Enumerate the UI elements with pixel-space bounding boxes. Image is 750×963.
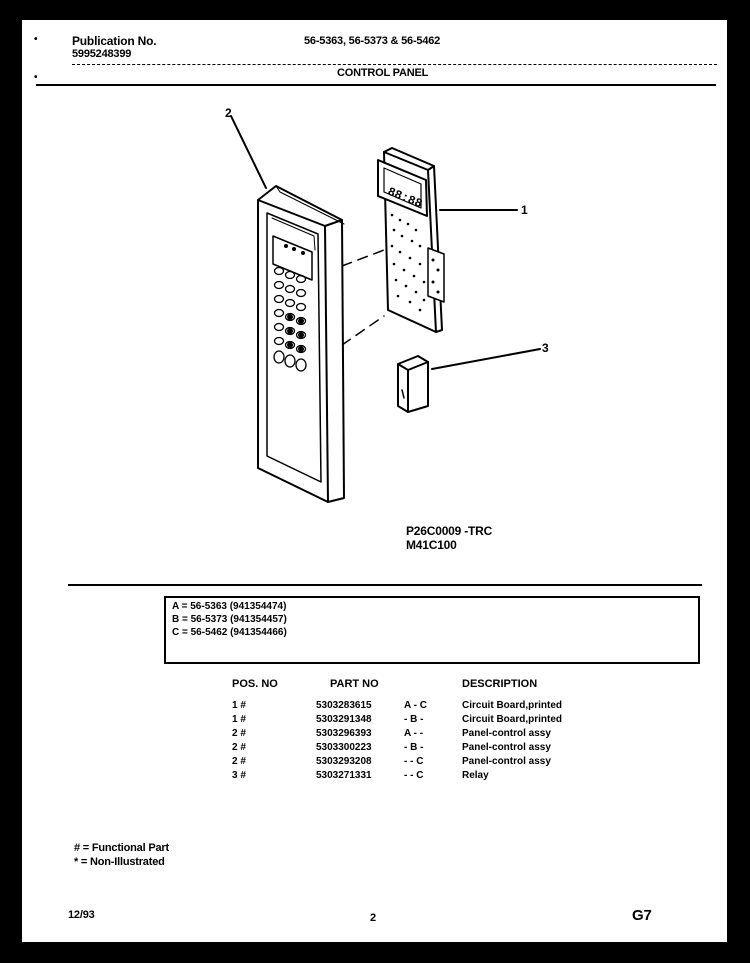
table-row: 2 # 5303300223 - B - Panel-control assy <box>22 742 727 756</box>
row-part-number: 5303293208 <box>316 756 372 767</box>
row-description: Circuit Board,printed <box>462 714 563 725</box>
row-description: Relay <box>462 770 489 781</box>
row-part-number: 5303300223 <box>316 742 372 753</box>
row-description: Circuit Board,printed <box>462 700 563 711</box>
diagram-code-2: M41C100 <box>406 538 457 552</box>
parts-sheet: Publication No. 5995248399 56-5363, 56-5… <box>22 20 727 942</box>
note-non-illustrated: * = Non-Illustrated <box>74 856 165 868</box>
callout-2-leader <box>230 115 267 189</box>
row-pos: 1 # <box>232 700 246 711</box>
header-rule <box>36 84 716 86</box>
legend-line-c: C = 56-5462 (941354466) <box>172 627 287 638</box>
table-row: 3 # 5303271331 - - C Relay <box>22 770 727 784</box>
relay-part <box>397 355 429 413</box>
table-row: 1 # 5303291348 - B - Circuit Board,print… <box>22 714 727 728</box>
callout-3: 3 <box>542 341 549 355</box>
row-models: - - C <box>404 756 424 767</box>
control-panel-part <box>257 185 345 503</box>
legend-line-a: A = 56-5363 (941354474) <box>172 601 287 612</box>
scan-speck: • <box>34 34 38 45</box>
table-row: 1 # 5303283615 A - C Circuit Board,print… <box>22 700 727 714</box>
row-models: - B - <box>404 714 424 725</box>
row-models: A - C <box>404 700 427 711</box>
row-part-number: 5303283615 <box>316 700 372 711</box>
row-pos: 3 # <box>232 770 246 781</box>
footer-page-number: 2 <box>370 912 376 924</box>
column-header-part: PART NO <box>330 678 379 690</box>
footer-date: 12/93 <box>68 909 95 921</box>
legend-line-b: B = 56-5373 (941354457) <box>172 614 287 625</box>
table-row: 2 # 5303293208 - - C Panel-control assy <box>22 756 727 770</box>
column-header-pos: POS. NO <box>232 678 278 690</box>
row-part-number: 5303296393 <box>316 728 372 739</box>
row-pos: 2 # <box>232 756 246 767</box>
callout-1: 1 <box>521 203 528 217</box>
row-pos: 1 # <box>232 714 246 725</box>
row-part-number: 5303271331 <box>316 770 372 781</box>
row-description: Panel-control assy <box>462 756 551 767</box>
section-title: CONTROL PANEL <box>337 67 429 79</box>
circuit-board-part <box>377 147 445 333</box>
model-legend: A = 56-5363 (941354474) B = 56-5373 (941… <box>164 596 700 664</box>
footer-code: G7 <box>632 907 652 924</box>
row-models: A - - <box>404 728 424 739</box>
row-part-number: 5303291348 <box>316 714 372 725</box>
note-functional-part: # = Functional Part <box>74 842 169 854</box>
callout-3-leader <box>431 348 541 370</box>
row-pos: 2 # <box>232 742 246 753</box>
scan-speck: • <box>34 72 38 83</box>
header-dash-rule <box>72 64 717 65</box>
model-numbers: 56-5363, 56-5373 & 56-5462 <box>304 35 441 47</box>
row-description: Panel-control assy <box>462 728 551 739</box>
table-row: 2 # 5303296393 A - - Panel-control assy <box>22 728 727 742</box>
row-models: - - C <box>404 770 424 781</box>
publication-label: Publication No. <box>72 34 157 48</box>
publication-number: 5995248399 <box>72 48 132 60</box>
row-description: Panel-control assy <box>462 742 551 753</box>
control-panel-diagram: 88:88 <box>230 115 541 503</box>
diagram-code-1: P26C0009 -TRC <box>406 524 493 538</box>
callout-2: 2 <box>225 106 232 120</box>
row-models: - B - <box>404 742 424 753</box>
row-pos: 2 # <box>232 728 246 739</box>
diagram-rule <box>68 584 702 586</box>
column-header-description: DESCRIPTION <box>462 678 538 690</box>
